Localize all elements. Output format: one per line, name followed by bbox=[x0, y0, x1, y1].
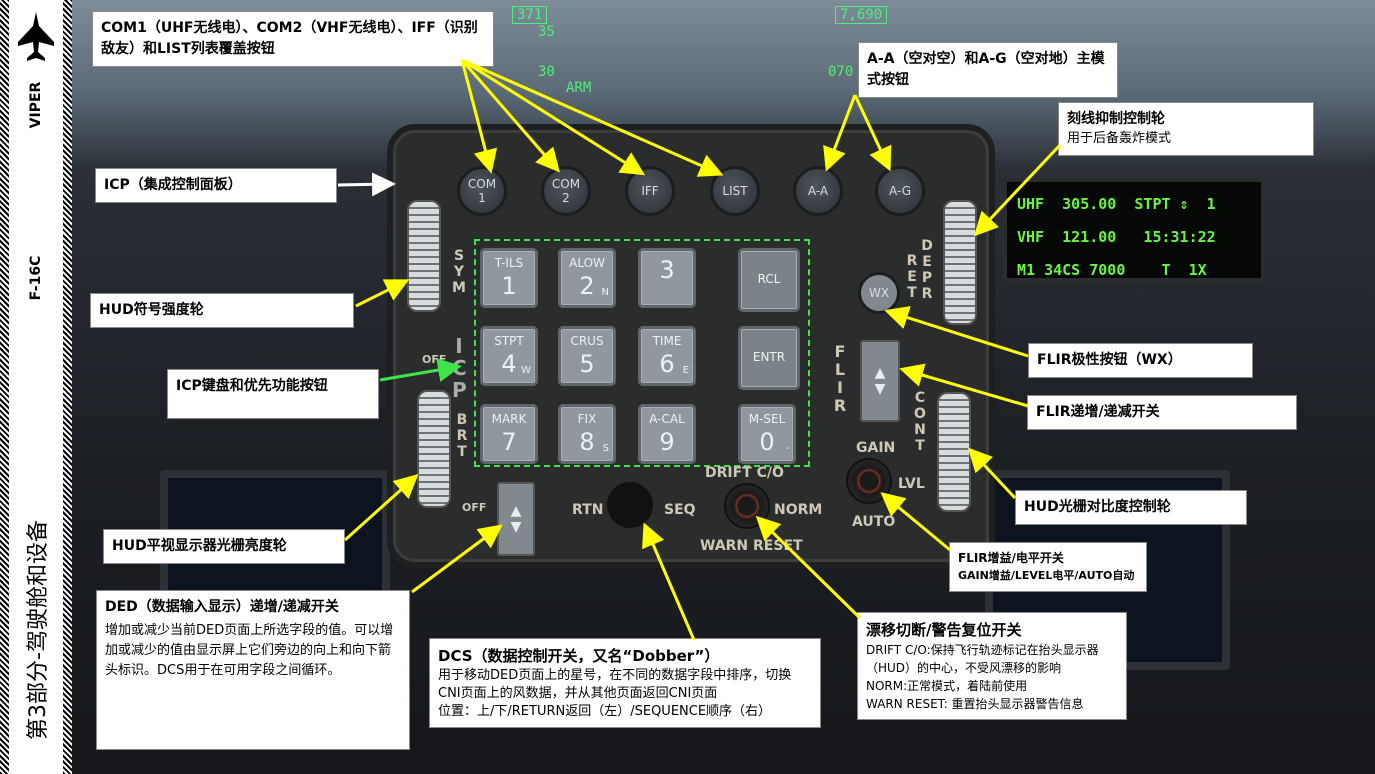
ag-button[interactable]: A-G bbox=[875, 166, 925, 216]
callout-brt: HUD平视显示器光栅亮度轮 bbox=[103, 529, 345, 564]
sidebar-model: F-16C bbox=[28, 255, 44, 301]
callout-keypad: ICP键盘和优先功能按钮 bbox=[167, 369, 379, 419]
warn-reset-label: WARN RESET bbox=[700, 538, 803, 554]
hud-pitch: 35 bbox=[538, 24, 555, 40]
ret-label: R E T bbox=[906, 253, 918, 301]
wx-button[interactable]: WX bbox=[858, 272, 900, 314]
flir-rocker-switch[interactable]: ▲▼ bbox=[860, 340, 900, 422]
drift-warn-switch[interactable] bbox=[724, 483, 770, 529]
brt-wheel[interactable] bbox=[417, 390, 451, 508]
hud-altitude: 7,690 bbox=[835, 6, 888, 24]
ret-depr-wheel[interactable] bbox=[943, 200, 977, 325]
iff-button[interactable]: IFF bbox=[625, 166, 675, 216]
depr-label: D E P R bbox=[921, 238, 933, 302]
sidebar-section: 第3部分-驾驶舱和设备 bbox=[26, 520, 51, 740]
sym-wheel[interactable] bbox=[407, 200, 441, 312]
callout-sym: HUD符号强度轮 bbox=[90, 293, 354, 328]
hud-arm: ARM bbox=[566, 80, 592, 96]
callout-aa-ag: A-A（空对空）和A-G（空对地）主模式按钮 bbox=[858, 42, 1118, 98]
off-label: OFF bbox=[462, 501, 487, 514]
keypad-outline bbox=[474, 239, 810, 467]
callout-cont: HUD光栅对比度控制轮 bbox=[1015, 490, 1247, 525]
icp-label: I C P bbox=[452, 334, 467, 402]
hud-pitch: 070 bbox=[828, 64, 854, 80]
list-button[interactable]: LIST bbox=[710, 166, 760, 216]
lvl-label: LVL bbox=[898, 476, 925, 492]
keypad-key[interactable]: 3 bbox=[638, 248, 696, 308]
rtn-label: RTN bbox=[572, 502, 604, 518]
sidebar-hatch bbox=[0, 0, 9, 774]
cont-label: C O N T bbox=[914, 390, 926, 454]
callout-flir-rocker: FLIR递增/递减开关 bbox=[1027, 395, 1297, 430]
hud-pitch: 30 bbox=[538, 64, 555, 80]
auto-label: AUTO bbox=[852, 514, 896, 530]
callout-dcs: DCS（数据控制开关，又名“Dobber”）用于移动DED页面上的星号，在不同的… bbox=[429, 638, 821, 728]
brt-label: B R T bbox=[456, 412, 468, 460]
ded-rocker-switch[interactable]: ▲▼ bbox=[497, 482, 535, 556]
drift-label: DRIFT C/O bbox=[705, 465, 784, 481]
callout-ded: DED（数据输入显示）递增/递减开关增加或减少当前DED页面上所选字段的值。可以… bbox=[96, 590, 410, 750]
flir-label: F L I R bbox=[833, 342, 847, 415]
sidebar-viper: VIPER bbox=[28, 81, 44, 129]
f16-silhouette-icon bbox=[18, 12, 54, 61]
callout-ret: 刻线抑制控制轮用于后备轰炸模式 bbox=[1058, 102, 1314, 156]
hud-heading: 371 bbox=[512, 6, 548, 24]
gain-label: GAIN bbox=[856, 440, 896, 456]
dcs-switch[interactable] bbox=[607, 482, 653, 528]
off-label: OFF bbox=[422, 353, 447, 366]
seq-label: SEQ bbox=[664, 502, 696, 518]
callout-com: COM1（UHF无线电）、COM2（VHF无线电）、IFF（识别敌友）和LIST… bbox=[92, 11, 494, 67]
aa-button[interactable]: A-A bbox=[793, 166, 843, 216]
norm-label: NORM bbox=[774, 502, 823, 518]
keypad-key[interactable]: ENTR bbox=[738, 326, 800, 390]
keypad-key[interactable]: RCL bbox=[738, 248, 800, 312]
callout-icp: ICP（集成控制面板） bbox=[95, 168, 337, 203]
callout-wx: FLIR极性按钮（WX） bbox=[1028, 343, 1253, 378]
cont-wheel[interactable] bbox=[937, 392, 971, 512]
flir-gain-switch[interactable] bbox=[846, 458, 892, 504]
sym-label: S Y M bbox=[452, 248, 466, 296]
sidebar-hatch bbox=[63, 0, 72, 774]
